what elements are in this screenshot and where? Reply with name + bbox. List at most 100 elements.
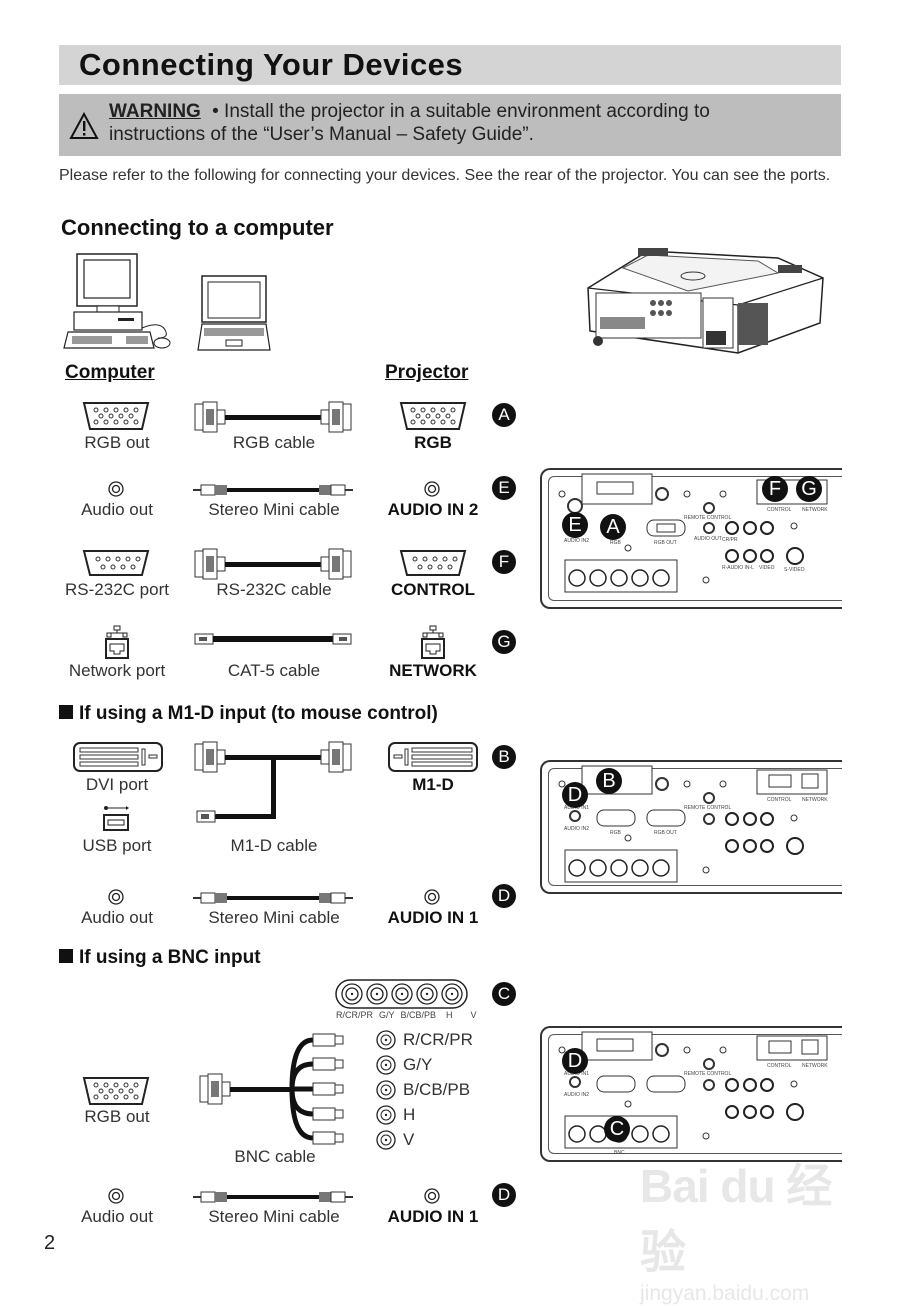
rear-panel-ports (558, 765, 828, 883)
column-header-projector: Projector (385, 362, 469, 383)
badge-d: D (492, 884, 516, 908)
audio-jack-icon (108, 889, 124, 905)
serial-port-icon (82, 550, 150, 576)
rear-label-network: NETWORK (802, 797, 828, 803)
intro-paragraph: Please refer to the following for connec… (59, 167, 831, 184)
bnc-signal-item: G/Y (375, 1052, 473, 1077)
source-label: Network port (68, 661, 166, 680)
port-label: M1-D (412, 775, 454, 794)
source-label: DVI port (85, 775, 149, 794)
watermark-url: jingyan.baidu.com (640, 1282, 810, 1305)
panel-badge-a: A (600, 514, 626, 540)
source-label: RS-232C port (65, 580, 169, 599)
rear-panel-computer: AUDIO IN2 RGB RGB OUT REMOTE CONTROL AUD… (540, 468, 842, 609)
bullet-square-icon (59, 949, 73, 963)
warning-line2: instructions of the “User’s Manual – Saf… (109, 124, 534, 145)
audio-jack-icon (108, 1188, 124, 1204)
rear-label-rgb-out: RGB OUT (654, 540, 677, 546)
port-label: CONTROL (390, 580, 476, 599)
rear-label-remote-control: REMOTE CONTROL (684, 805, 732, 811)
warning-triangle-icon (69, 112, 99, 139)
cat5-cable-icon (194, 633, 352, 645)
rs232c-cable-icon (194, 548, 352, 580)
column-header-computer: Computer (65, 362, 155, 383)
source-label: Audio out (81, 1207, 153, 1226)
laptop-computer-icon (197, 275, 271, 351)
panel-badge-b: B (596, 768, 622, 794)
rear-label-remote-control: REMOTE CONTROL (684, 515, 732, 521)
rear-panel-ports (558, 1031, 828, 1149)
projector-illustration (587, 248, 824, 354)
rear-label-bnc: BNC (614, 1150, 625, 1156)
audio-jack-icon (108, 481, 124, 497)
bnc-panel-labels: R/CR/PR G/Y B/CB/PB H V (336, 1010, 477, 1020)
vga-port-icon (399, 402, 467, 430)
badge-b: B (492, 745, 516, 769)
badge-d: D (492, 1183, 516, 1207)
badge-g: G (492, 630, 516, 654)
baidu-watermark: Bai du 经验 jingyan.baidu.com (640, 1150, 850, 1305)
rear-label-video: VIDEO (759, 565, 775, 571)
section-heading-bnc: If using a BNC input (59, 947, 261, 969)
panel-badge-e: E (562, 512, 588, 538)
stereo-mini-cable-icon (193, 1191, 353, 1203)
rear-label-audio-in2: AUDIO IN2 (564, 1092, 590, 1098)
bnc-connector-icon (376, 1079, 396, 1100)
rear-label-remote-control: REMOTE CONTROL (684, 1071, 732, 1077)
rear-label-control: CONTROL (767, 797, 792, 803)
rear-label-r-audio-in-l: R-AUDIO IN-L (722, 565, 754, 571)
cable-label: BNC cable (234, 1147, 316, 1166)
cable-label: Stereo Mini cable (208, 908, 340, 927)
bnc-cable-icon (199, 1033, 344, 1145)
source2-label: USB port (82, 836, 152, 855)
rgb-cable-icon (194, 401, 352, 433)
warning-box: WARNING • Install the projector in a sui… (59, 94, 841, 156)
port-label: AUDIO IN 1 (387, 1207, 479, 1226)
audio-jack-icon (424, 1188, 440, 1204)
stereo-mini-cable-icon (193, 484, 353, 496)
cable-label: Stereo Mini cable (208, 500, 340, 519)
warning-bullet: • (212, 101, 219, 122)
serial-port-icon (399, 550, 467, 576)
bnc-signal-list: R/CR/PR G/Y B/CB/PB H V (375, 1027, 473, 1152)
rear-label-audio-out: AUDIO OUT (694, 536, 722, 542)
bnc-connector-icon (376, 1104, 396, 1125)
stereo-mini-cable-icon (193, 892, 353, 904)
port-label: AUDIO IN 1 (387, 908, 479, 927)
warning-label: WARNING (109, 101, 201, 122)
rear-label-rgb-out: RGB OUT (654, 830, 677, 836)
badge-e: E (492, 476, 516, 500)
cable-label: Stereo Mini cable (208, 1207, 340, 1226)
rear-label-s-video: S-VIDEO (784, 567, 805, 573)
rear-label-audio-in1: AUDIO IN1 (564, 805, 590, 811)
bnc-connector-icon (376, 1129, 396, 1150)
page-number: 2 (44, 1232, 56, 1254)
panel-badge-g: G (796, 476, 822, 502)
vga-port-icon (82, 1077, 150, 1105)
usb-port-icon (103, 806, 129, 831)
panel-badge-c: C (604, 1116, 630, 1142)
dvi-port-icon (73, 742, 163, 772)
audio-jack-icon (424, 889, 440, 905)
rear-label-audio-in2: AUDIO IN2 (564, 826, 590, 832)
bnc-connector-icon (376, 1029, 396, 1050)
port-label: RGB (414, 433, 452, 452)
bnc-signal-item: R/CR/PR (375, 1027, 473, 1052)
bnc-signal-item: B/CB/PB (375, 1077, 473, 1102)
source-label: Audio out (81, 500, 153, 519)
network-port-icon (421, 625, 445, 659)
rear-label-control: CONTROL (767, 1063, 792, 1069)
audio-jack-icon (424, 481, 440, 497)
port-label: AUDIO IN 2 (387, 500, 479, 519)
bullet-square-icon (59, 705, 73, 719)
cable-label: CAT-5 cable (227, 661, 321, 680)
port-label: NETWORK (389, 661, 477, 680)
badge-a: A (492, 403, 516, 427)
cable-label: M1-D cable (230, 836, 318, 855)
panel-badge-d: D (562, 1048, 588, 1074)
section-heading-computer: Connecting to a computer (61, 215, 334, 240)
m1d-cable-icon (194, 741, 352, 823)
rear-label-audio-in1: AUDIO IN1 (564, 1071, 590, 1077)
rear-panel-m1d: AUDIO IN1 AUDIO IN2 RGB RGB OUT REMOTE C… (540, 760, 842, 894)
badge-f: F (492, 550, 516, 574)
